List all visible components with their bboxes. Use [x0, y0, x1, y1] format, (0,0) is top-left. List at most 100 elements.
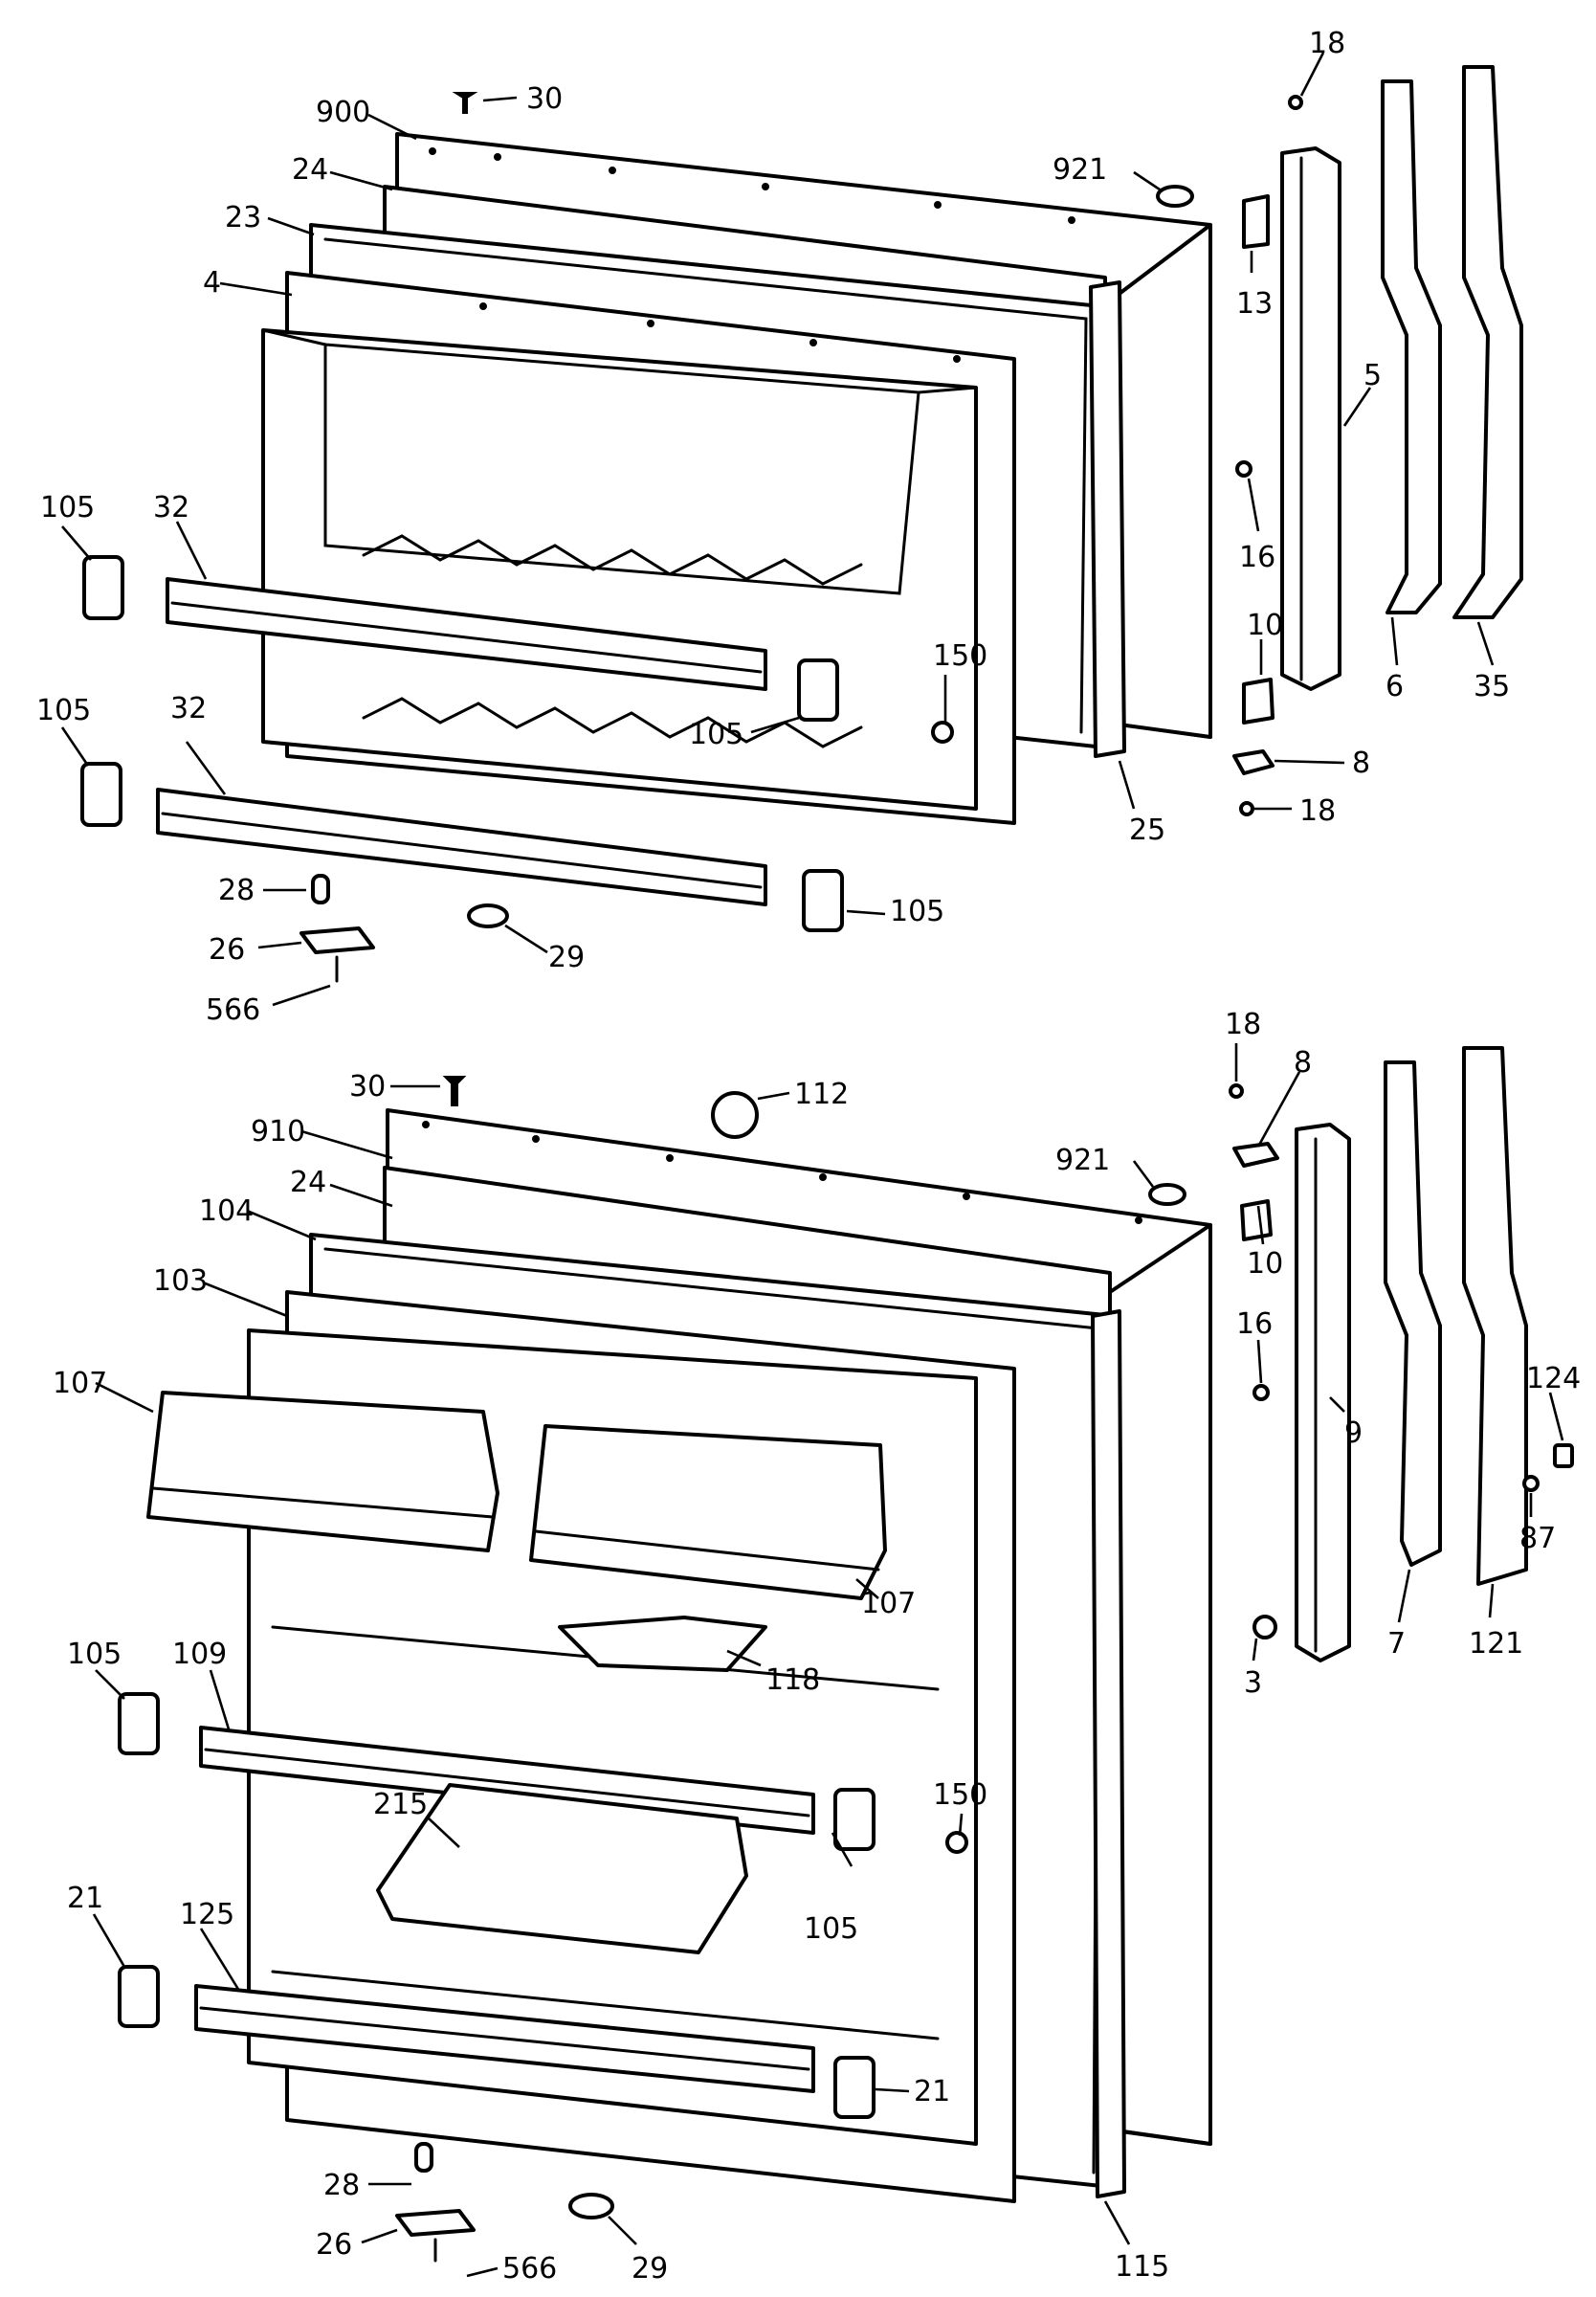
callout-29-a: 29 [548, 941, 585, 974]
callout-107-b: 107 [861, 1587, 916, 1620]
callout-8: 8 [1352, 747, 1370, 780]
rack-retainer-105-b [80, 762, 122, 827]
storage-bin-215 [376, 1783, 748, 1954]
callout-105-e: 105 [67, 1638, 122, 1671]
callout-23: 23 [225, 201, 261, 234]
callout-104: 104 [199, 1194, 254, 1228]
upper-door-rack-32-top [166, 577, 767, 691]
callout-29-b: 29 [632, 2252, 668, 2286]
callout-3: 3 [1244, 1666, 1262, 1700]
leader-lines [60, 52, 1564, 2278]
callout-921: 921 [1053, 153, 1107, 187]
callout-125: 125 [180, 1898, 234, 1931]
plug-29-upper [467, 903, 509, 928]
callout-5: 5 [1363, 359, 1382, 392]
stop-28-upper [311, 874, 330, 904]
callout-28-b: 28 [323, 2169, 360, 2202]
bumper-3 [1252, 1615, 1277, 1639]
callout-28-a: 28 [218, 874, 255, 907]
upper-shelf-ribs [362, 534, 863, 748]
callout-6: 6 [1385, 670, 1404, 703]
trim-7 [1384, 1060, 1442, 1567]
callout-112: 112 [794, 1078, 849, 1111]
callout-10-b: 10 [1247, 1247, 1283, 1281]
gasket-strip-25 [1089, 280, 1126, 758]
callout-16: 16 [1239, 541, 1275, 574]
callout-103: 103 [153, 1264, 208, 1298]
callout-150-b: 150 [933, 1778, 987, 1812]
callout-21-a: 21 [67, 1882, 103, 1915]
gasket-strip-115 [1091, 1309, 1126, 2198]
callout-921-b: 921 [1055, 1144, 1110, 1177]
callout-105-b: 105 [36, 694, 91, 727]
callout-7: 7 [1387, 1627, 1406, 1661]
dairy-compartment-107-right [529, 1424, 887, 1600]
lower-door-assembly [118, 1046, 1574, 2263]
callout-26-b: 26 [316, 2228, 352, 2262]
screw-18-upper-b [1239, 801, 1254, 816]
callout-32-b: 32 [170, 692, 207, 725]
callout-8-b: 8 [1294, 1046, 1312, 1080]
callout-910: 910 [251, 1115, 305, 1148]
stop-28-lower [414, 2142, 433, 2173]
callout-25: 25 [1129, 814, 1165, 847]
callout-105-d: 105 [890, 895, 944, 928]
callout-13: 13 [1236, 287, 1273, 321]
retainer-21-right [833, 2056, 876, 2119]
plate-26-upper [299, 926, 375, 954]
cap-10-lower [1240, 1199, 1273, 1241]
callout-24-b: 24 [290, 1166, 326, 1199]
callout-18-b: 18 [1299, 794, 1336, 828]
callout-115: 115 [1115, 2250, 1169, 2284]
callout-32-a: 32 [153, 491, 189, 524]
callout-10: 10 [1247, 609, 1283, 642]
upper-door-rack-32-bottom [156, 788, 767, 906]
rack-retainer-105-a [82, 555, 124, 620]
plate-26-lower [395, 2209, 476, 2237]
rack-retainer-105-c [797, 658, 839, 722]
cap-10-upper [1242, 678, 1275, 725]
trim-35 [1452, 65, 1523, 619]
callout-24: 24 [292, 153, 328, 187]
retainer-21-left [118, 1965, 160, 2028]
callout-118: 118 [765, 1663, 820, 1697]
callout-21-b: 21 [914, 2075, 950, 2108]
callout-566-b: 566 [502, 2252, 557, 2286]
handle-9 [1295, 1123, 1351, 1662]
callout-16-b: 16 [1236, 1307, 1273, 1341]
callout-4: 4 [203, 266, 221, 300]
cap-112 [711, 1091, 759, 1139]
screw-30-upper [452, 92, 478, 114]
hinge-8-upper [1232, 749, 1275, 775]
callout-9: 9 [1344, 1416, 1363, 1450]
callout-105-f: 105 [804, 1912, 858, 1946]
trim-121 [1462, 1046, 1528, 1586]
cap-124 [1553, 1443, 1574, 1468]
screw-150-upper [931, 721, 954, 744]
callout-105-a: 105 [40, 491, 95, 524]
callout-150-a: 150 [933, 639, 987, 673]
plug-921-lower [1148, 1183, 1186, 1206]
upper-door-assembly [80, 65, 1523, 983]
callout-35: 35 [1474, 670, 1510, 703]
callout-30-b: 30 [349, 1070, 386, 1104]
rack-retainer-105-e [118, 1692, 160, 1755]
screw-30-lower [442, 1076, 467, 1106]
screw-16-lower [1252, 1384, 1270, 1401]
handle-5 [1280, 146, 1341, 691]
callout-labels: 900 30 24 23 4 921 18 13 5 16 10 6 35 8 … [36, 27, 1581, 2286]
plug-921-upper [1156, 185, 1194, 208]
callout-18: 18 [1309, 27, 1345, 60]
callout-18-c: 18 [1225, 1008, 1261, 1041]
rack-retainer-105-f [833, 1788, 876, 1851]
hinge-8-lower [1232, 1142, 1279, 1168]
callout-105-c: 105 [689, 718, 743, 751]
screw-18-upper-a [1288, 95, 1303, 110]
dairy-compartment-107-left [146, 1391, 499, 1552]
callout-107-a: 107 [53, 1367, 107, 1400]
callout-87: 87 [1519, 1522, 1556, 1555]
callout-124: 124 [1526, 1362, 1581, 1395]
callout-26-a: 26 [209, 933, 245, 967]
callout-900: 900 [316, 96, 370, 129]
